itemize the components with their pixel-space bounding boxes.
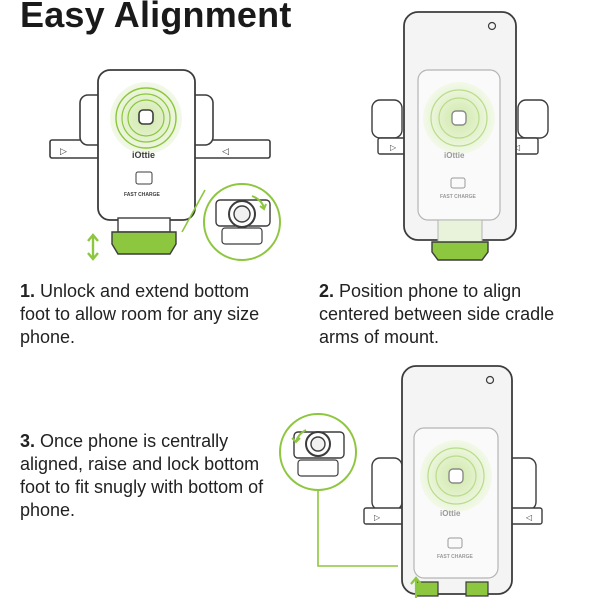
raise-arrow-icon	[410, 576, 422, 598]
svg-text:▷: ▷	[390, 143, 397, 152]
step-1-text: 1. Unlock and extend bottom foot to allo…	[20, 280, 270, 349]
brand-logo-text: iOttie	[132, 150, 155, 160]
svg-text:◁: ◁	[222, 147, 229, 157]
svg-text:iOttie: iOttie	[440, 509, 461, 518]
mount-illustration-1: ▷ ◁ iOttie FAST CHARGE	[49, 69, 281, 261]
svg-text:▷: ▷	[60, 147, 67, 157]
step-1-number: 1.	[20, 281, 36, 301]
fast-charge-badge: FAST CHARGE	[124, 192, 161, 198]
center-button	[138, 109, 154, 125]
step-1-description: Unlock and extend bottom foot to allow r…	[20, 281, 260, 347]
step-3-number: 3.	[20, 431, 36, 451]
bottom-foot	[111, 231, 177, 255]
page-title: Easy Alignment	[20, 0, 292, 35]
step-2-description: Position phone to align centered between…	[319, 281, 555, 347]
svg-text:iOttie: iOttie	[444, 151, 465, 160]
extend-arrow-icon	[87, 233, 99, 261]
mount-illustration-3: ▷ ◁ iOttie FAST CHARGE	[279, 365, 543, 598]
step-3-text: 3. Once phone is centrally aligned, rais…	[20, 430, 270, 522]
svg-text:FAST CHARGE: FAST CHARGE	[440, 194, 477, 200]
svg-text:FAST CHARGE: FAST CHARGE	[437, 554, 474, 560]
step-2-text: 2. Position phone to align centered betw…	[319, 280, 589, 349]
svg-text:◁: ◁	[525, 513, 532, 522]
mount-illustration-2: ▷ ◁ iOttie FAST CHARGE	[371, 11, 549, 261]
step-3-description: Once phone is centrally aligned, raise a…	[20, 431, 264, 520]
step-2-number: 2.	[319, 281, 335, 301]
bottom-foot	[431, 241, 489, 261]
svg-text:▷: ▷	[374, 513, 381, 522]
